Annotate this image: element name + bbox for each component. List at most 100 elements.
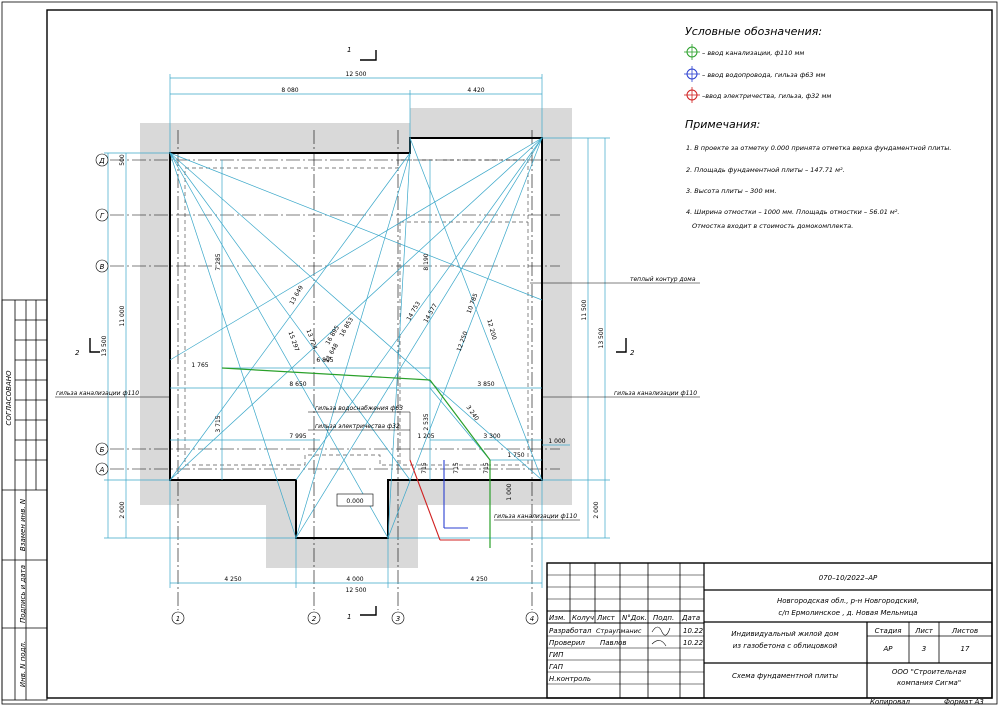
label-water-sleeve: гильза водоснабжения ф63 [315,405,403,412]
sewer-line [221,367,491,548]
dimension-lines [104,74,610,588]
object-line-1: Индивидуальный жилой дом [731,630,839,638]
date-checker: 10.22 [683,639,704,647]
note-1: 1. В проекте за отметку 0.000 принята от… [686,144,951,152]
dim-1765: 1 765 [191,362,208,369]
sheet-value: 3 [922,645,926,653]
dim-6895: 6 895 [316,357,333,364]
section-2-left: 2 [75,349,80,357]
axis-col-4: 4 [530,615,534,623]
dim-top-a: 8 080 [281,87,298,94]
sheets-value: 17 [961,645,970,653]
dim-8190: 8 190 [423,253,430,270]
name-checker: Павлов [600,639,627,647]
axis-row-v: В [100,263,105,271]
name-developer: Страупманис [596,627,642,635]
legend-symbols [684,44,700,103]
role-gip: ГИП [549,651,564,659]
hdr-list: Лист [596,614,616,622]
water-line [443,460,468,529]
role-developer: Разработал [549,627,592,635]
address-line-1: Новгородская обл., р-н Новгородский, [777,597,919,605]
dim-3850: 3 850 [477,381,494,388]
dim-8650: 8 650 [289,381,306,388]
dim-right-total: 13 500 [598,327,605,348]
side-stamp [1,299,48,701]
legend-water: – ввод водопровода, гильза ф63 мм [702,71,825,79]
date-developer: 10.22 [683,627,704,635]
section-1-top: 1 [347,46,351,54]
section-1-bottom: 1 [347,613,351,621]
notes-title: Примечания: [685,118,760,131]
hdr-sheets: Листов [951,627,978,635]
stamp-agreed: СОГЛАСОВАНО [5,370,13,426]
grid-axes [110,130,560,610]
legend-sewer: – ввод канализации, ф110 мм [702,49,804,57]
role-gap: ГАП [549,663,564,671]
dim-715c: 715 [483,462,490,474]
elevation-mark: 0.000 [346,498,363,505]
address-line-2: с/п Ермолинское , д. Новая Мельница [778,609,917,617]
company-line-2: компания Сигма" [897,679,961,687]
hdr-podp: Подп. [653,614,674,622]
dim-2535: 2 535 [423,413,430,430]
dim-right-main: 11 500 [581,299,588,320]
axis-bubbles [95,153,539,625]
company-line-1: ООО "Строительная [892,668,966,676]
axis-row-a: А [99,466,105,474]
hdr-ndok: N°Док. [622,614,647,622]
dim-bot-a: 4 250 [224,576,241,583]
role-checker: Проверил [549,639,585,647]
dim-715a: 715 [421,462,428,474]
note-4b: Отмостка входит в стоимость домокомплект… [692,222,853,230]
dim-3715: 3 715 [215,415,222,432]
doc-code: 070–10/2022–АР [819,574,878,582]
copied-label: Копировал [870,698,911,706]
dim-1000a: 1 000 [548,438,565,445]
dim-top-total: 12 500 [346,71,367,78]
format-label: Формат А3 [944,698,984,706]
label-electric-sleeve: гильза электричества ф32 [315,423,400,430]
dim-1000b: 1 000 [506,483,513,500]
axis-col-2: 2 [312,615,317,623]
dim-1205: 1 205 [417,433,434,440]
dim-left-main: 11 000 [119,305,126,326]
section-2-right: 2 [630,349,635,357]
stage-value: АР [882,645,893,653]
dim-715b: 715 [453,462,460,474]
elevation-box [336,493,374,507]
axis-row-b: Б [100,446,105,454]
foundation-slab [169,137,543,539]
electric-line [409,459,470,541]
dim-bot-b: 4 000 [346,576,363,583]
stamp-inv-replace: Взамен инв. N [19,498,27,551]
label-sewer-left: гильза канализации ф110 [56,390,139,397]
label-sewer-right: гильза канализации ф110 [614,390,697,397]
dim-3300: 3 300 [483,433,500,440]
object-line-2: из газобетона с облицовкой [733,642,838,650]
note-2: 2. Площадь фундаментной плиты – 147.71 м… [686,166,845,174]
axis-col-3: 3 [396,615,400,623]
dim-7995: 7 995 [289,433,306,440]
dim-left-total: 13 500 [101,335,108,356]
note-4a: 4. Ширина отмостки – 1000 мм. Площадь от… [686,208,899,216]
stamp-inv-orig: Инв. N подл. [19,641,27,687]
dim-bot-total: 12 500 [346,587,367,594]
dim-1750: 1 750 [507,452,524,459]
dim-bot-c: 4 250 [470,576,487,583]
axis-row-g: Г [100,212,105,220]
drawing-title: Схема фундаментной плиты [732,672,839,680]
legend-title: Условные обозначения: [685,25,822,38]
legend-electric: –ввод электричества, гильза, ф32 мм [702,92,831,100]
role-ncontrol: Н.контроль [549,675,591,683]
dim-left-bot: 2 000 [119,501,126,518]
note-3: 3. Высота плиты – 300 мм. [686,187,777,195]
dim-top-b: 4 420 [467,87,484,94]
signature [651,626,671,647]
label-warm-contour: теплый контур дома [630,276,696,283]
hdr-izm: Изм. [549,614,565,622]
hdr-koluch: Колуч [572,614,594,622]
title-block [546,562,993,699]
section-cuts [89,50,627,616]
